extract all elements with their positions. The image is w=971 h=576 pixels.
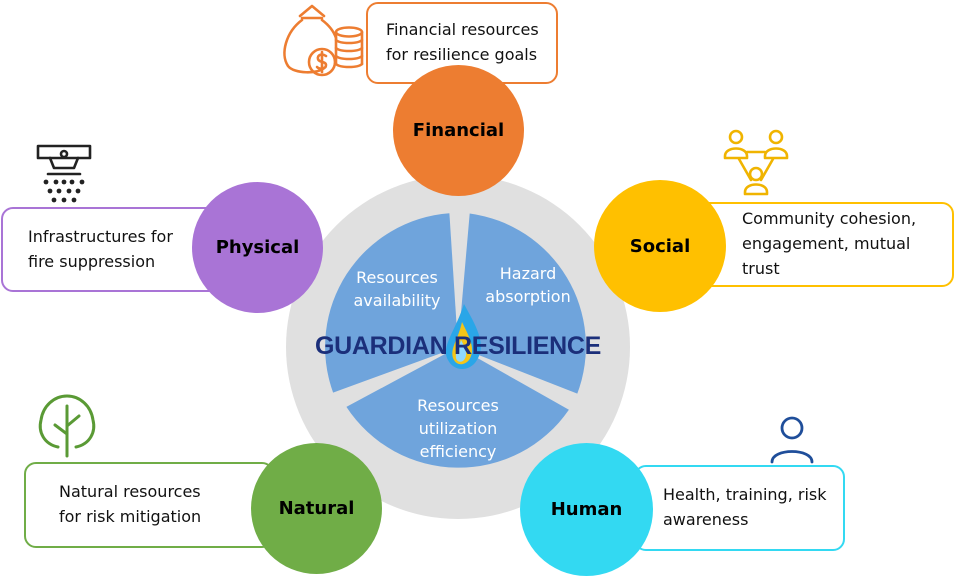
flame-drop-icon: [446, 304, 481, 369]
description-text-natural: Natural resources for risk mitigation: [59, 482, 202, 526]
person-icon: [770, 416, 814, 464]
description-text-human: Health, training, risk awareness: [663, 485, 827, 529]
circle-label-social: Social: [629, 235, 691, 257]
description-text-physical: Infrastructures for fire suppression: [28, 226, 173, 271]
sector-label-efficiency: Resources utilization efficiency: [417, 396, 499, 462]
description-box-social: Community cohesion, engagement, mutual t…: [684, 202, 954, 287]
people-network-icon: [723, 129, 789, 196]
tree-icon: [38, 394, 96, 458]
description-box-natural: Natural resources for risk mitigation: [24, 462, 274, 548]
sector-absorption: [458, 213, 586, 394]
circle-social: Social: [594, 180, 726, 312]
circle-natural: Natural: [251, 443, 382, 574]
circle-label-physical: Physical: [215, 237, 300, 258]
money-bag-coins-icon: [283, 4, 364, 77]
sector-label-absorption: Hazard absorption: [485, 264, 571, 307]
center-title: GUARDIAN RESILIENCE: [315, 332, 601, 360]
sector-efficiency: [346, 347, 569, 468]
description-box-human: Health, training, risk awareness: [634, 465, 845, 551]
circle-label-financial: Financial: [412, 120, 505, 141]
description-box-physical: Infrastructures for fire suppression: [1, 207, 227, 292]
circle-label-natural: Natural: [278, 498, 355, 519]
fire-sprinkler-icon: [36, 144, 92, 203]
circle-label-human: Human: [550, 499, 623, 520]
description-text-social: Community cohesion, engagement, mutual t…: [742, 209, 917, 278]
circle-physical: Physical: [192, 182, 323, 313]
circle-human: Human: [520, 443, 653, 576]
circle-financial: Financial: [393, 65, 524, 196]
description-text-financial: Financial resources for resilience goals: [386, 20, 539, 64]
sector-availability: [325, 213, 458, 393]
sector-label-availability: Resources availability: [353, 268, 441, 311]
